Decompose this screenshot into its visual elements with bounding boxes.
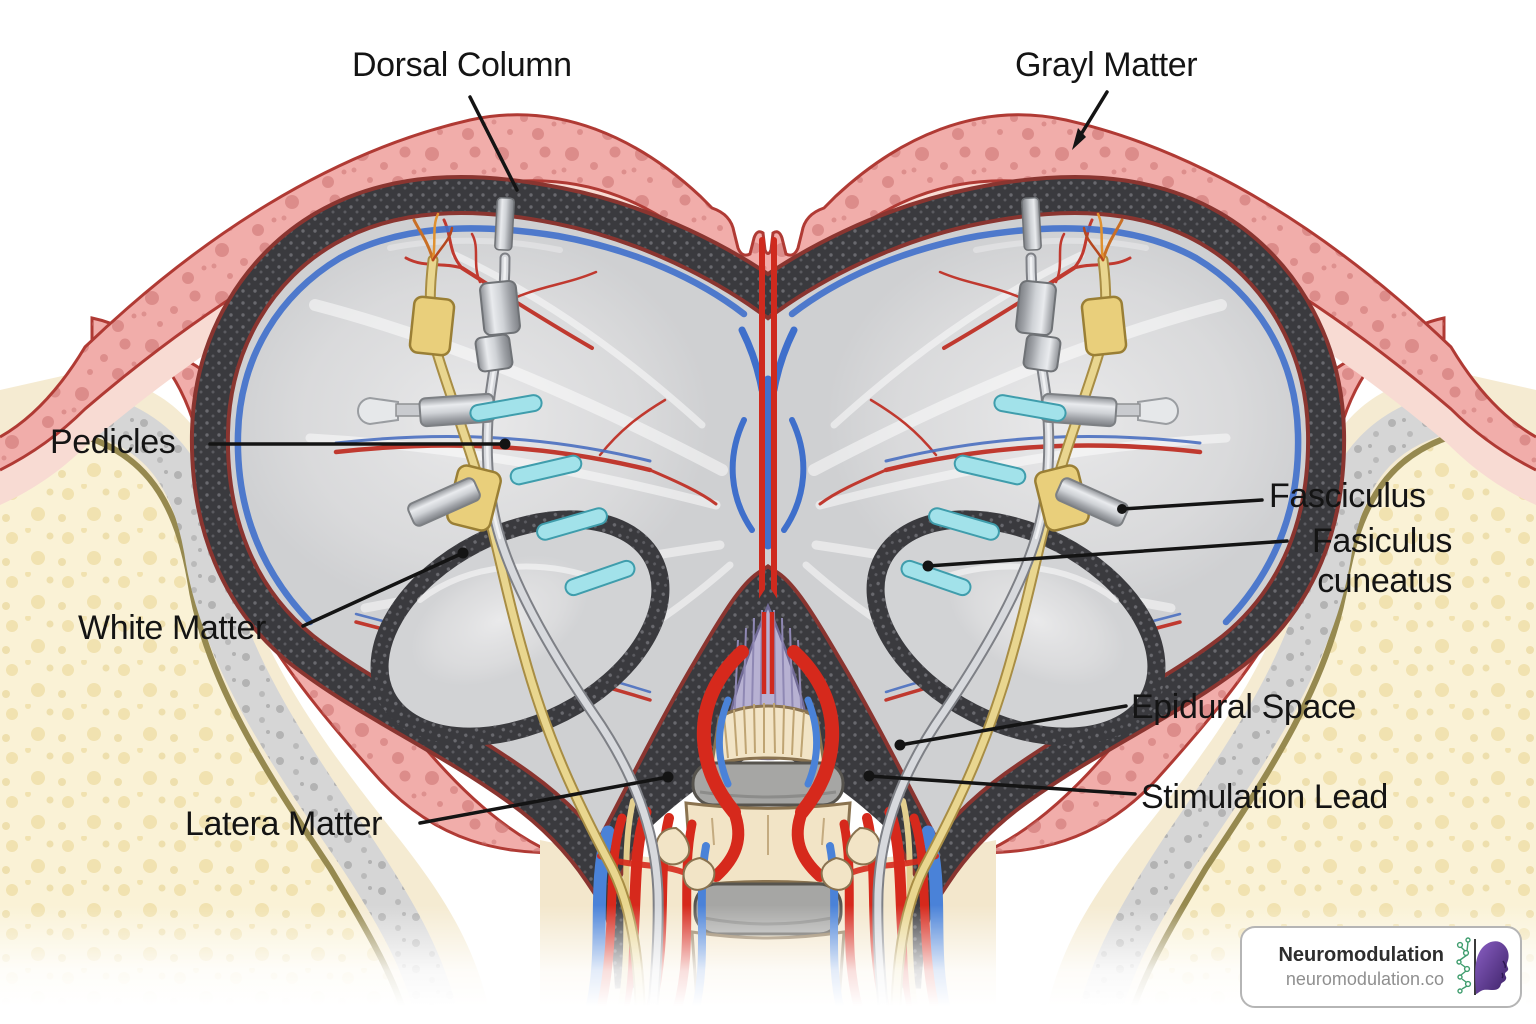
arrowhead-gray-matter (1072, 128, 1086, 150)
label-lateral-matter: Latera Matter (185, 805, 383, 843)
neuromodulation-logo-icon (1456, 937, 1509, 995)
label-pedicles: Pedicles (50, 423, 176, 461)
pointer-dorsal-column (468, 95, 519, 192)
watermark-text: Neuromodulation neuromodulation.co (1278, 944, 1444, 990)
pointer-lateral-matter (418, 775, 670, 825)
label-gray-matter: Grayl Matter (1015, 46, 1198, 84)
molecule-network-icon (1456, 937, 1472, 994)
label-fasciculus-cuneatus-line1: Fasiculus (1311, 522, 1452, 560)
pointer-stimulation-lead (867, 774, 1137, 796)
label-white-matter: White Matter (78, 609, 266, 647)
brand-name: Neuromodulation (1278, 944, 1444, 966)
brand-domain: neuromodulation.co (1285, 969, 1444, 989)
dural-veins (234, 225, 1302, 626)
label-fasciculus-cuneatus: Fasiculus cuneatus (1312, 521, 1452, 601)
bottom-fade-solid (0, 1008, 1536, 1024)
midline-vessels (729, 237, 807, 603)
pointer-fasciculus-cuneatus (926, 539, 1289, 568)
face-features (1501, 960, 1507, 979)
watermark-card: Neuromodulation neuromodulation.co (1240, 926, 1522, 1008)
pointer-fasciculus (1120, 498, 1264, 511)
pointer-lines (208, 90, 1289, 825)
label-dorsal-column: Dorsal Column (352, 46, 572, 84)
pointer-white-matter (301, 551, 465, 628)
head-profile-icon (1475, 941, 1509, 994)
pointer-epidural-space (898, 704, 1128, 747)
label-epidural-space: Epidural Space (1131, 688, 1356, 726)
label-stimulation-lead: Stimulation Lead (1141, 778, 1388, 816)
label-fasciculus: Fasciculus (1269, 477, 1426, 515)
label-fasciculus-cuneatus-line2: cuneatus (1317, 562, 1452, 600)
